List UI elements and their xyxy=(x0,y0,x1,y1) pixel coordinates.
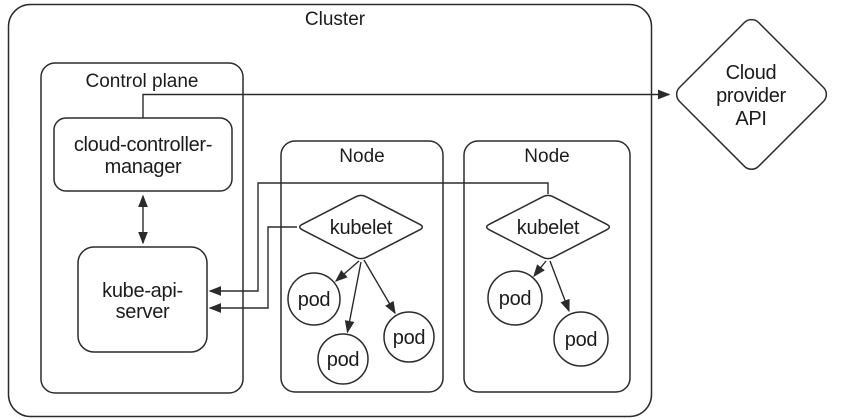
kubelet1-to-pod2-arrow xyxy=(344,261,362,334)
ccm-to-cloud-api-arrow xyxy=(142,89,671,118)
node1-pod-1-circle xyxy=(287,272,341,326)
node1-pod-3-label: pod xyxy=(393,327,425,349)
node1-pod-3-circle xyxy=(383,311,435,363)
kubelet1-to-pod1-arrow xyxy=(334,260,360,282)
kubelet1-to-apiserver-arrow xyxy=(208,226,297,313)
kube-api-server-label-line2: server xyxy=(116,301,170,323)
cloud-provider-api-label-line2: provider xyxy=(716,85,786,107)
node-2-box xyxy=(463,140,631,393)
cloud-controller-manager-label-line2: manager xyxy=(105,156,182,178)
cluster-label: Cluster xyxy=(305,9,366,30)
kubelet-1-label: kubelet xyxy=(330,217,393,239)
control-plane-label: Control plane xyxy=(85,71,198,92)
kubelet2-to-apiserver-arrow xyxy=(208,182,549,296)
kube-api-server-label-line1: kube-api- xyxy=(102,280,183,302)
kubelet2-to-pod2-arrow xyxy=(549,260,570,313)
kubelet-2-label: kubelet xyxy=(517,217,580,239)
node1-pod-2-label: pod xyxy=(327,349,359,371)
cloud-provider-api-label-line1: Cloud xyxy=(726,62,777,84)
node2-pod-2-circle xyxy=(553,311,609,367)
node1-pod-2-circle xyxy=(317,333,369,385)
node-2-label: Node xyxy=(524,146,569,167)
node1-pod-1-label: pod xyxy=(298,289,330,311)
node2-pod-2-label: pod xyxy=(565,329,597,351)
cloud-provider-api-diamond xyxy=(675,18,828,171)
cloud-provider-api-label-line3: API xyxy=(735,108,766,130)
kubelet2-to-pod1-arrow xyxy=(533,260,547,278)
node2-pod-1-circle xyxy=(487,270,543,326)
node2-pod-1-label: pod xyxy=(499,288,531,310)
node-1-label: Node xyxy=(339,146,384,167)
kubelet1-to-pod3-arrow xyxy=(363,259,396,315)
kubelet-2-diamond xyxy=(485,194,611,260)
cloud-controller-manager-label-line1: cloud-controller- xyxy=(74,134,212,156)
kube-api-server-box xyxy=(77,246,208,353)
kubelet-1-diamond xyxy=(298,194,424,260)
